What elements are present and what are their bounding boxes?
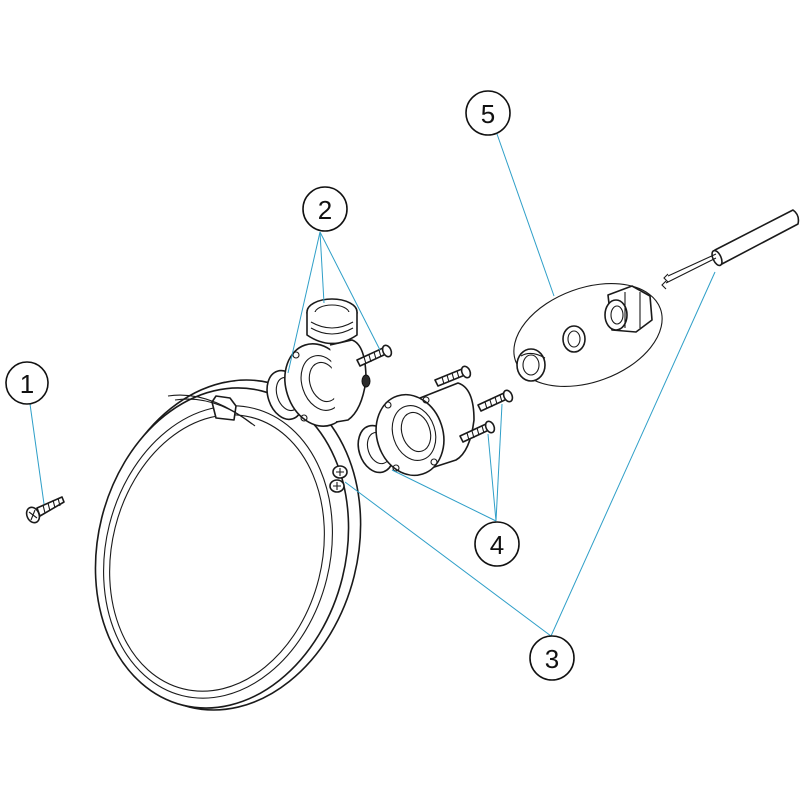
callout-5: 5 [465, 90, 511, 136]
cable-gland-set-item-5 [513, 283, 663, 387]
callout-3: 3 [529, 635, 575, 681]
cable [661, 209, 800, 290]
callout-5-label: 5 [481, 99, 495, 129]
callout-2: 2 [302, 186, 348, 232]
callout-4-label: 4 [490, 530, 504, 560]
lamp-front-cover [94, 379, 362, 711]
callout-3-label: 3 [545, 644, 559, 674]
elbow-housing-item-2 [266, 298, 393, 427]
callout-2-label: 2 [318, 195, 332, 225]
callout-1-label: 1 [20, 369, 34, 399]
callout-1: 1 [5, 361, 49, 405]
callout-4: 4 [474, 521, 520, 567]
small-screws [329, 465, 348, 493]
screw-item-1 [25, 496, 65, 524]
straight-housing-item-4 [357, 365, 514, 477]
leader-lines [29, 133, 716, 637]
